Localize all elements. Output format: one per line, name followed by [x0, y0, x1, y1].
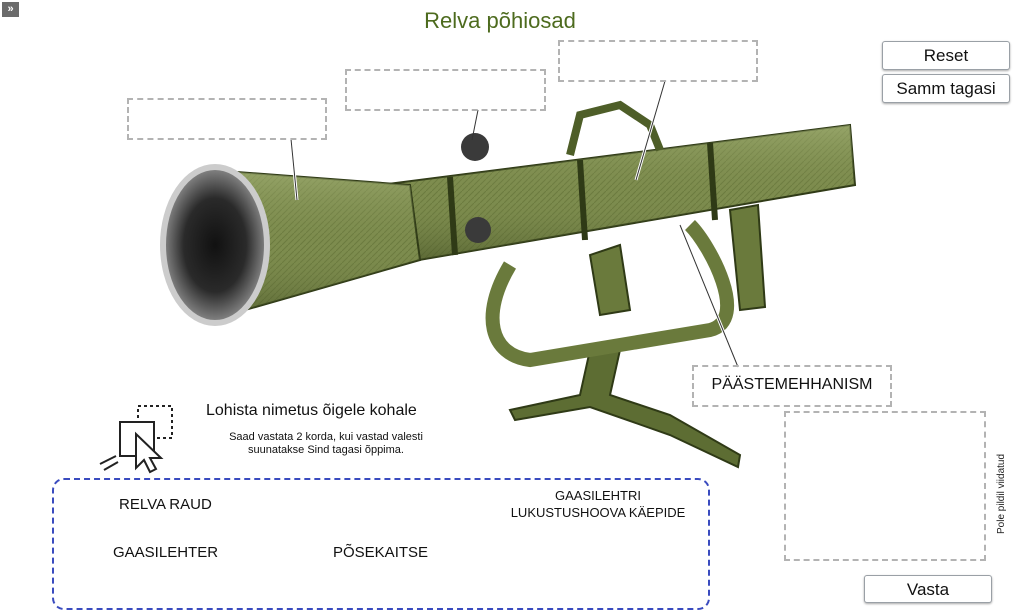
- unused-area-label: Pole pildil viidatud: [996, 453, 1007, 534]
- instruction-title: Lohista nimetus õigele kohale: [206, 402, 417, 419]
- undo-button[interactable]: Samm tagasi: [882, 74, 1010, 103]
- reset-button[interactable]: Reset: [882, 41, 1010, 70]
- instruction-line-2: suunatakse Sind tagasi õppima.: [248, 444, 404, 456]
- drop-slot-3[interactable]: [558, 40, 758, 82]
- drop-slot-2[interactable]: [345, 69, 546, 111]
- drag-hint-icon: [99, 405, 173, 474]
- word-chip-gaasilehter[interactable]: GAASILEHTER: [113, 544, 219, 561]
- word-chip-lukustushoova[interactable]: GAASILEHTRI LUKUSTUSHOOVA KÄEPIDE: [498, 487, 698, 521]
- word-chip-line-2: LUKUSTUSHOOVA KÄEPIDE: [510, 505, 686, 520]
- expand-icon[interactable]: »: [2, 2, 19, 17]
- page-title: Relva põhiosad: [424, 8, 576, 33]
- unused-drop-area[interactable]: [784, 411, 986, 561]
- drop-slot-4-label[interactable]: PÄÄSTEMEHHANISM: [711, 376, 873, 393]
- instruction-line-1: Saad vastata 2 korda, kui vastad valesti: [229, 431, 423, 443]
- drop-slot-1[interactable]: [127, 98, 327, 140]
- submit-button[interactable]: Vasta: [864, 575, 992, 603]
- instruction-text: Saad vastata 2 korda, kui vastad valesti…: [196, 431, 456, 457]
- word-chip-line-1: GAASILEHTRI: [555, 488, 641, 503]
- word-bank: [52, 478, 710, 610]
- drop-slot-4[interactable]: PÄÄSTEMEHHANISM: [692, 365, 892, 407]
- word-chip-relva-raud[interactable]: RELVA RAUD: [119, 496, 212, 513]
- word-chip-posekaitse[interactable]: PÕSEKAITSE: [333, 544, 429, 561]
- weapon-illustration: [160, 100, 857, 469]
